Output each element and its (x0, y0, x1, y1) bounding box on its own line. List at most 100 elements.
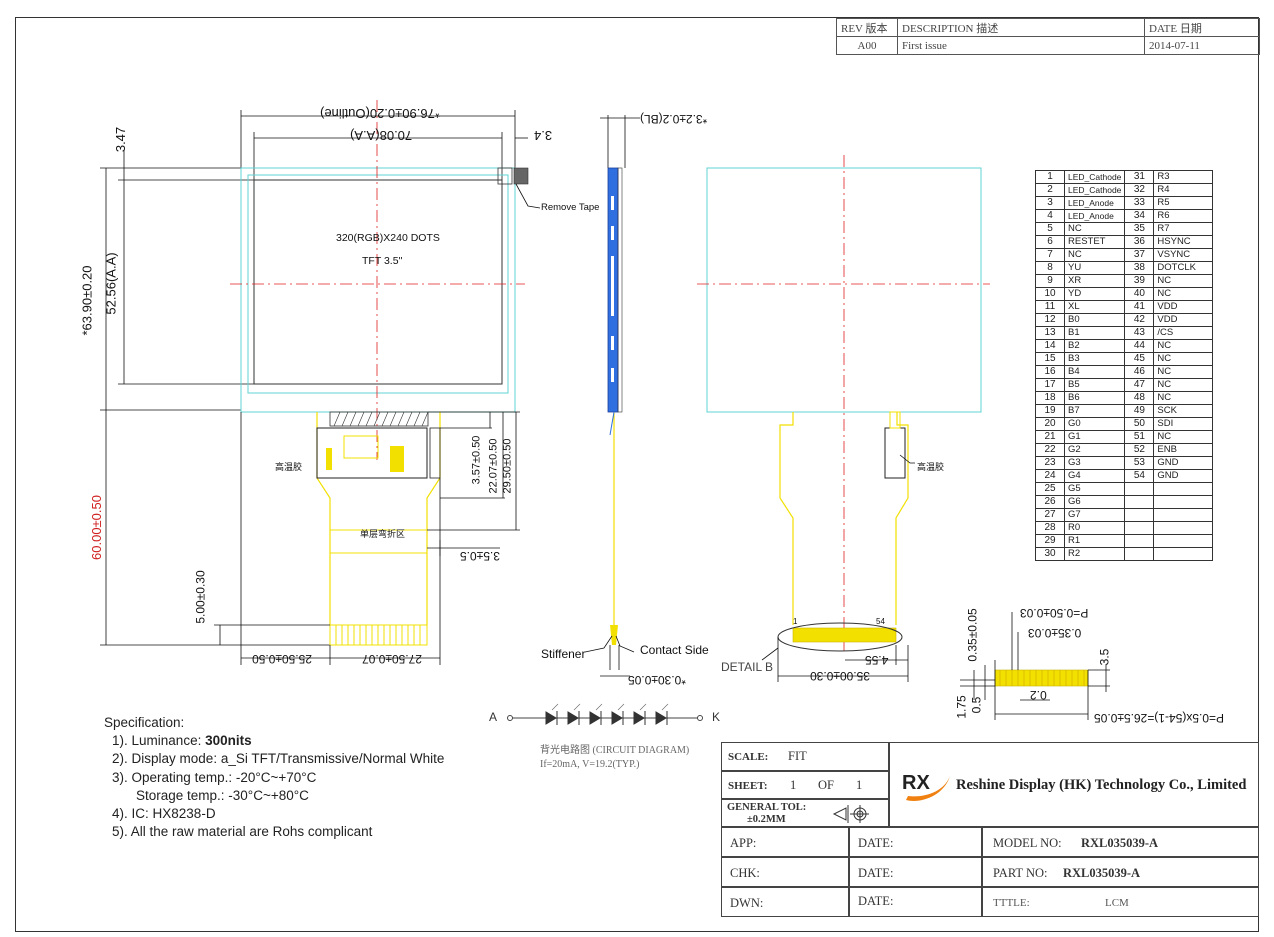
pin-signal: VDD (1153, 300, 1214, 314)
fold-zone-label: 单层弯折区 (360, 529, 406, 539)
pin-number: 42 (1124, 313, 1155, 327)
height-dimension: *63.90±0.20 (79, 265, 95, 336)
bottom-dim-right: 27.50±0.07 (362, 652, 422, 666)
pin-number: 14 (1035, 339, 1065, 353)
pin-number: 44 (1124, 339, 1155, 353)
pin-number (1124, 482, 1155, 496)
pin-signal: B2 (1063, 339, 1126, 353)
pin-number (1124, 534, 1155, 548)
pin-signal: DOTCLK (1153, 261, 1214, 275)
dwn-cell: DWN: (721, 887, 849, 917)
pin-number: 7 (1035, 248, 1065, 262)
pin-number: 28 (1035, 521, 1065, 535)
pin-signal: LED_Cathode (1063, 183, 1126, 197)
pin-number: 45 (1124, 352, 1155, 366)
circuit-diagram (507, 703, 703, 725)
pin-number: 43 (1124, 326, 1155, 340)
pin-signal: NC (1063, 222, 1126, 236)
pin-number: 52 (1124, 443, 1155, 457)
pin-signal: R3 (1153, 170, 1214, 184)
pin-signal: B1 (1063, 326, 1126, 340)
pin-signal: SDI (1153, 417, 1214, 431)
pin-number: 40 (1124, 287, 1155, 301)
pin-signal: G7 (1063, 508, 1126, 522)
pin-signal: R1 (1063, 534, 1126, 548)
detail-thickness-dimension: 0.35±0.05 (965, 608, 980, 662)
pin-number: 6 (1035, 235, 1065, 249)
pin-signal: NC (1063, 248, 1126, 262)
logo-swoosh-icon (906, 776, 950, 801)
pin-signal: NC (1153, 339, 1214, 353)
pitch-dimension: P=0.50±0.03 (1020, 606, 1089, 620)
pin-number: 31 (1124, 170, 1155, 184)
pin-number: 50 (1124, 417, 1155, 431)
pin-last-label: 54 (876, 617, 885, 626)
pin-signal: YD (1063, 287, 1126, 301)
back-view (697, 155, 990, 682)
pin-number: 41 (1124, 300, 1155, 314)
pin-number: 2 (1035, 183, 1065, 197)
pin-number: 25 (1035, 482, 1065, 496)
pin-signal: HSYNC (1153, 235, 1214, 249)
pin-number (1124, 508, 1155, 522)
pin-number: 24 (1035, 469, 1065, 483)
spec-item-1: 1). Luminance: 300nits (112, 733, 252, 749)
fpc-thickness-dimension: *0.30±0.05 (628, 673, 686, 687)
pin-signal (1153, 482, 1214, 496)
pin-number: 9 (1035, 274, 1065, 288)
pin-number (1124, 547, 1155, 561)
stiffener-label: Stiffener (541, 647, 586, 661)
pin-number: 27 (1035, 508, 1065, 522)
pin-signal: YU (1063, 261, 1126, 275)
detail-h1-dimension: 1.75 (954, 695, 969, 719)
specification-block: Specification: 1). Luminance: 300nits 2)… (104, 714, 444, 841)
pin-signal: NC (1153, 430, 1214, 444)
back-tape-label: 高温胶 (917, 462, 945, 472)
thickness-dimension: *3.2±0.2(BL) (640, 112, 708, 126)
pin-signal: G3 (1063, 456, 1126, 470)
sheet-cell: SHEET: 1 OF 1 (721, 771, 889, 799)
pin-signal: VDD (1153, 313, 1214, 327)
pin-number: 38 (1124, 261, 1155, 275)
pin-number: 54 (1124, 469, 1155, 483)
detail-b (960, 612, 1110, 720)
description-value: First issue (897, 36, 1145, 55)
back-dim-a: 4.55 (865, 653, 889, 667)
pin-signal: GND (1153, 469, 1214, 483)
bottom-dim-left: 25.50±0.50 (252, 652, 312, 666)
spec-title: Specification: (104, 715, 185, 730)
outline-dimension: *76.90±0.20(Outline) (320, 106, 440, 121)
pin-signal: LED_Anode (1063, 196, 1126, 210)
fpc-dim-2: 22.07±0.50 (487, 438, 500, 494)
pin-signal: XL (1063, 300, 1126, 314)
cathode-label: K (712, 710, 721, 724)
pin-number: 22 (1035, 443, 1065, 457)
pin-signal: NC (1153, 365, 1214, 379)
pin-number (1124, 495, 1155, 509)
pin-first-label: 1 (793, 617, 798, 626)
date-header: DATE 日期 (1144, 18, 1260, 37)
offset-dimension: 3.4 (534, 128, 553, 143)
spec-item-3: 3). Operating temp.: -20°C~+70°C (112, 769, 317, 785)
panel-label: TFT 3.5" (362, 255, 403, 267)
pin-signal (1153, 521, 1214, 535)
pin-number: 29 (1035, 534, 1065, 548)
company-logo: RX (900, 770, 950, 801)
pin-number: 8 (1035, 261, 1065, 275)
pin-number: 10 (1035, 287, 1065, 301)
total-height-dimension: 60.00±0.50 (88, 495, 104, 560)
pin-signal: G2 (1063, 443, 1126, 457)
